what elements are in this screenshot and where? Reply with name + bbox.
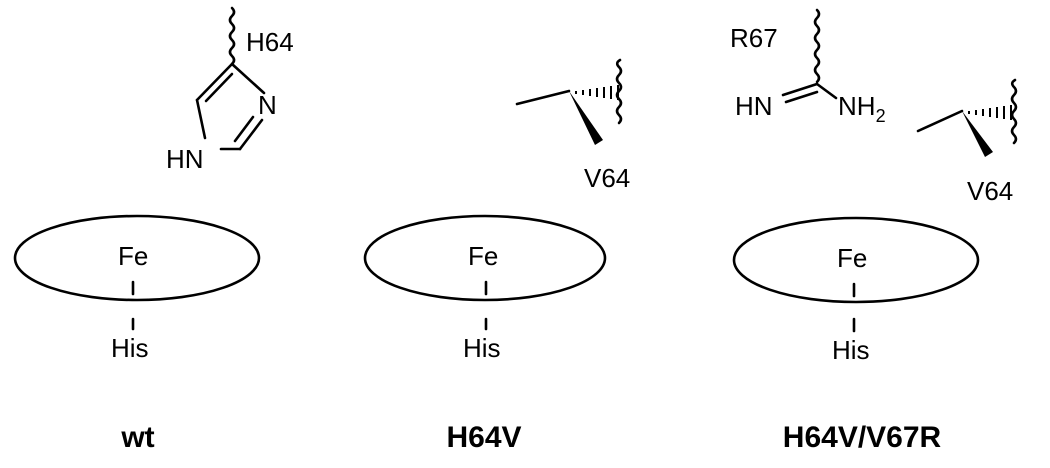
residue-label-v64: V64 (584, 163, 630, 193)
iron-label: Fe (118, 241, 148, 271)
panel-title-h64v-v67r: H64V/V67R (783, 421, 942, 454)
wavy-attachment-bond (813, 8, 821, 84)
ring-nitrogen-label: N (258, 90, 277, 120)
hashed-wedge-bond (968, 105, 1012, 120)
c-n-double-bond (784, 90, 819, 104)
proximal-his-label: His (832, 335, 870, 365)
solid-wedge-bond (569, 91, 603, 145)
ring-nh-label: HN (166, 144, 204, 174)
wavy-attachment-bond (615, 58, 623, 125)
heme-disk (732, 216, 980, 304)
panel-h64v-v67r: R67 HN NH2 V64 Fe His H64V/V67R (730, 8, 1018, 454)
heme-disk (13, 214, 261, 302)
wavy-attachment-bond (228, 6, 236, 66)
valine-64-side-chain: V64 (515, 58, 630, 193)
residue-label-v64: V64 (967, 176, 1013, 206)
ring-bond (195, 62, 234, 102)
panel-title-wt: wt (120, 421, 154, 454)
ring-bond (230, 62, 266, 95)
ring-double-bond (233, 115, 255, 143)
ring-bond (238, 118, 264, 151)
panel-wt: H64 N HN Fe His wt (13, 6, 294, 454)
wavy-attachment-bond (1010, 78, 1018, 145)
valine-64-side-chain: V64 (916, 78, 1018, 206)
c-n-double-bond (781, 82, 819, 97)
histidine-64-side-chain: H64 N HN (166, 6, 294, 174)
proximal-his-label: His (111, 333, 149, 363)
ring-double-bond (204, 72, 234, 103)
panel-title-h64v: H64V (446, 421, 521, 454)
residue-label-r67: R67 (730, 23, 778, 53)
imine-hn-label: HN (735, 91, 773, 121)
hashed-wedge-bond (575, 85, 619, 100)
panel-h64v: V64 Fe His H64V (363, 58, 630, 454)
residue-label-h64: H64 (246, 27, 294, 57)
ring-bond (195, 98, 207, 140)
c-nh2-bond (815, 82, 838, 100)
heme-disk (363, 214, 607, 302)
methyl-bond (515, 89, 571, 106)
iron-label: Fe (468, 241, 498, 271)
proximal-his-label: His (463, 333, 501, 363)
amine-nh2-label: NH2 (838, 91, 886, 126)
solid-wedge-bond (962, 111, 993, 157)
iron-label: Fe (837, 243, 867, 273)
arginine-67-side-chain: R67 HN NH2 (730, 8, 886, 126)
methyl-bond (916, 109, 964, 133)
